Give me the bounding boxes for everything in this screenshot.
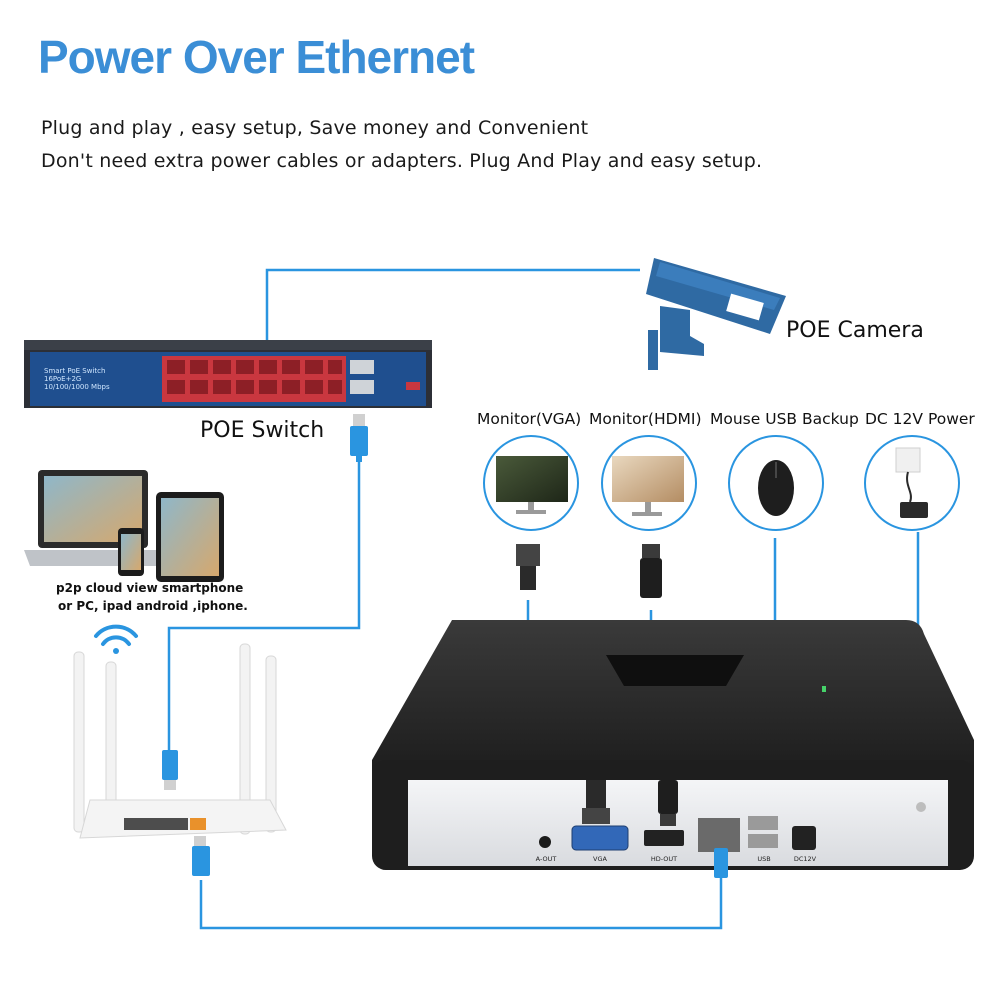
vga-plug-icon [516,544,540,590]
monitor-hdmi-icon [601,435,697,531]
ethernet-plug-icon [350,414,368,462]
nvr-port-usb: USB [757,855,770,863]
nvr-port-hdmi: HD-OUT [651,855,677,863]
switch-label: POE Switch [200,418,324,443]
wifi-icon [94,624,138,654]
nvr-port-vga: VGA [593,855,607,863]
switch-icon: Smart PoE Switch 16PoE+2G 10/100/1000 Mb… [24,340,432,408]
page-title: Power Over Ethernet [38,31,475,83]
subtitle-line-1: Plug and play , easy setup, Save money a… [41,117,589,139]
hdmi-plug-icon [658,780,678,826]
power-adapter-icon [864,435,960,531]
monitor-vga-label: Monitor(VGA) [477,410,581,428]
mouse-label: Mouse USB Backup [710,410,859,428]
router-icon [73,643,287,839]
camera-icon [646,258,786,370]
p2p-label-line-1: p2p cloud view smartphone [56,581,243,595]
ethernet-plug-icon [162,750,210,876]
monitor-hdmi-label: Monitor(HDMI) [589,410,702,428]
p2p-label-line-2: or PC, ipad android ,iphone. [58,599,248,613]
vga-plug-icon [582,780,610,824]
switch-speed: 10/100/1000 Mbps [44,383,110,391]
switch-model: 16PoE+2G [44,375,81,383]
monitor-vga-icon [483,435,579,531]
cable-switch-camera [265,268,640,340]
nvr-port-audio: A-OUT [536,855,557,863]
power-label: DC 12V Power [865,410,975,428]
nvr-port-dc: DC12V [794,855,817,863]
cable-router-nvr [199,878,723,930]
tablet-icon [156,492,224,582]
ethernet-plug-icon [714,848,728,878]
switch-ports [167,360,342,394]
switch-name: Smart PoE Switch [44,367,105,375]
camera-label: POE Camera [786,318,924,343]
subtitle-line-2: Don't need extra power cables or adapter… [41,150,763,172]
mouse-icon [728,435,824,531]
nvr-icon [372,620,974,870]
cable-switch-router [167,460,361,750]
phone-icon [118,528,144,576]
hdmi-plug-icon [640,544,662,598]
